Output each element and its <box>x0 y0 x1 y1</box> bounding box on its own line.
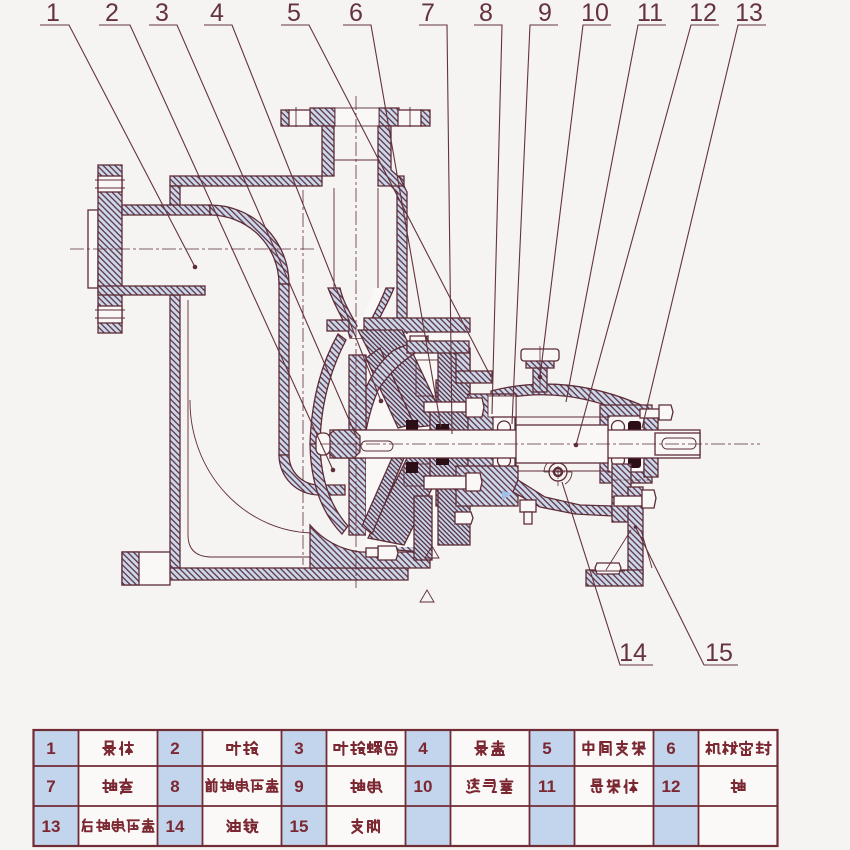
svg-text:12: 12 <box>689 0 717 27</box>
svg-text:11: 11 <box>538 777 556 796</box>
svg-text:9: 9 <box>294 777 303 796</box>
svg-text:10: 10 <box>414 777 433 796</box>
svg-text:7: 7 <box>421 0 435 27</box>
svg-text:1: 1 <box>46 0 60 27</box>
svg-text:15: 15 <box>290 817 309 836</box>
svg-text:8: 8 <box>170 777 179 796</box>
svg-text:8: 8 <box>479 0 493 27</box>
svg-text:14: 14 <box>166 817 185 836</box>
svg-text:5: 5 <box>542 739 551 758</box>
svg-text:11: 11 <box>637 0 663 27</box>
svg-text:4: 4 <box>210 0 224 27</box>
svg-text:3: 3 <box>294 739 303 758</box>
svg-text:7: 7 <box>46 777 55 796</box>
svg-text:6: 6 <box>666 739 675 758</box>
svg-text:14: 14 <box>619 639 647 667</box>
svg-text:2: 2 <box>170 739 179 758</box>
svg-text:6: 6 <box>349 0 363 27</box>
svg-text:13: 13 <box>42 817 61 836</box>
svg-text:10: 10 <box>581 0 609 27</box>
svg-text:12: 12 <box>662 777 681 796</box>
svg-text:15: 15 <box>705 639 733 667</box>
svg-text:5: 5 <box>287 0 301 27</box>
svg-text:4: 4 <box>418 739 428 758</box>
svg-text:1: 1 <box>46 739 55 758</box>
svg-text:2: 2 <box>105 0 119 27</box>
svg-text:3: 3 <box>155 0 169 27</box>
svg-text:9: 9 <box>538 0 552 27</box>
svg-text:13: 13 <box>735 0 763 27</box>
